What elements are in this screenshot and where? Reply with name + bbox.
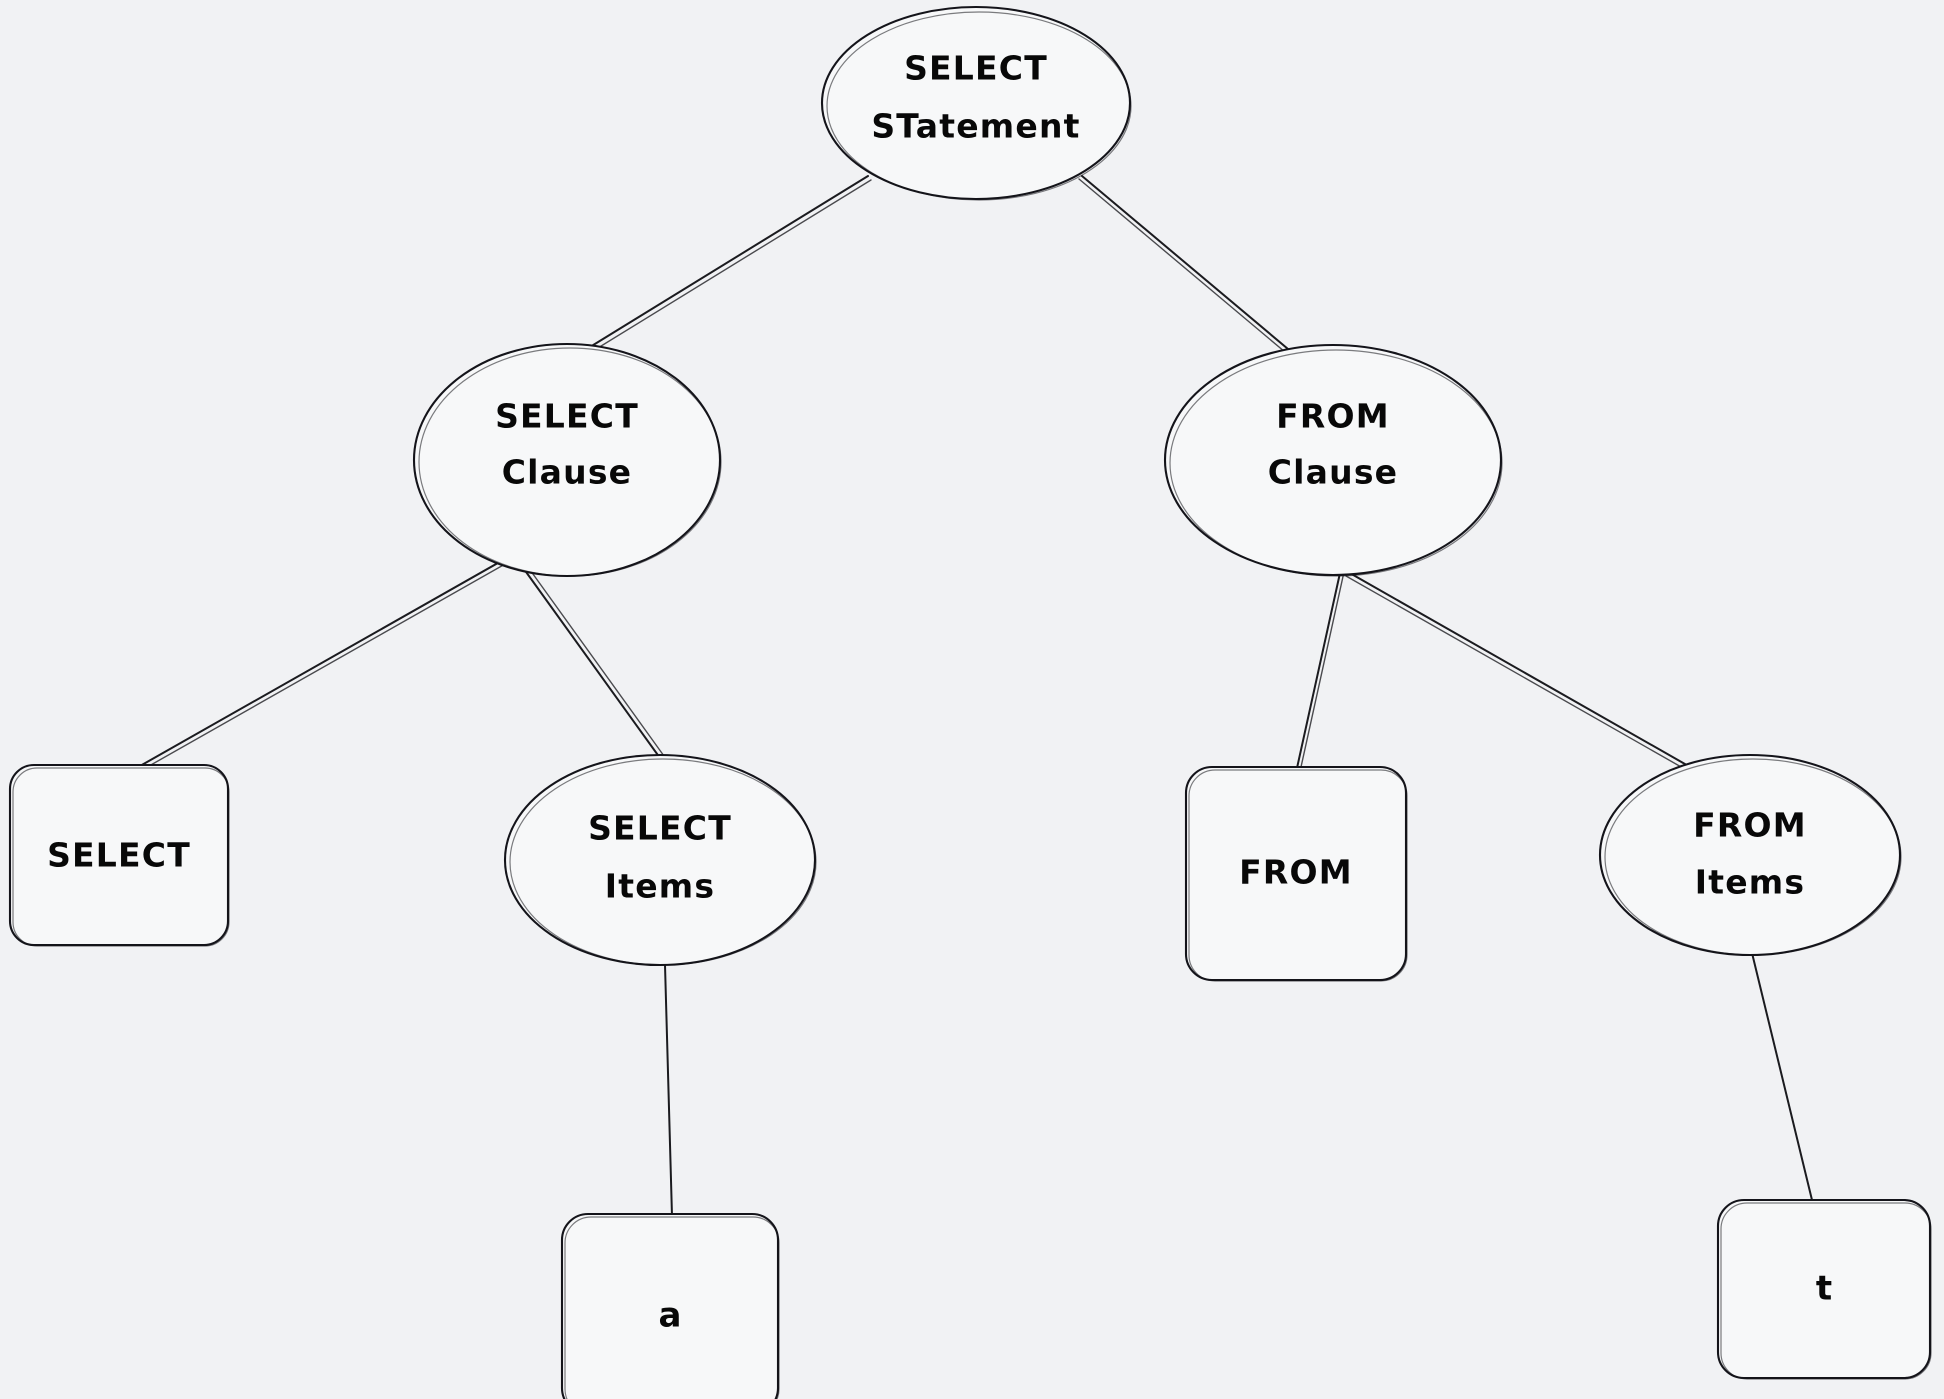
node-label-line-1: SELECT bbox=[47, 836, 191, 875]
node-select-statement[interactable]: SELECT STatement bbox=[820, 5, 1132, 201]
node-select-clause[interactable]: SELECT Clause bbox=[412, 342, 722, 578]
edge-select-items-to-a bbox=[664, 964, 673, 1217]
edge-stroke bbox=[1081, 175, 1289, 350]
node-label-line-1: SELECT bbox=[904, 49, 1048, 88]
node-from-items[interactable]: FROM Items bbox=[1598, 753, 1902, 957]
node-from-clause[interactable]: FROM Clause bbox=[1163, 343, 1503, 577]
node-label-line-1: FROM bbox=[1693, 806, 1807, 845]
edge-stroke bbox=[515, 557, 661, 759]
edge-sketch-stroke bbox=[141, 558, 515, 771]
node-ellipse-shape bbox=[820, 5, 1132, 201]
edge-stroke bbox=[1347, 571, 1707, 777]
node-from-terminal[interactable]: FROM bbox=[1184, 765, 1408, 982]
node-ellipse-sketch bbox=[509, 758, 817, 966]
node-label-line-1: SELECT bbox=[495, 397, 639, 436]
node-select-item-a[interactable]: a bbox=[560, 1212, 780, 1399]
node-select-terminal[interactable]: SELECT bbox=[8, 763, 230, 947]
edge-sketch-stroke bbox=[519, 555, 665, 757]
edge-stroke bbox=[139, 554, 513, 767]
node-label-line-2: Clause bbox=[502, 453, 633, 492]
edge-sketch-stroke bbox=[1345, 575, 1705, 781]
node-rect-shape bbox=[8, 763, 230, 947]
node-label-line-2: Items bbox=[605, 867, 715, 906]
node-label-line-2: STatement bbox=[871, 107, 1080, 146]
node-label-line-1: FROM bbox=[1276, 397, 1390, 436]
node-rect-sketch bbox=[12, 767, 230, 947]
node-label-line-2: Items bbox=[1695, 863, 1805, 902]
edge-layer bbox=[139, 175, 1813, 1217]
node-rect-shape bbox=[560, 1212, 780, 1399]
node-ellipse-shape bbox=[503, 753, 817, 967]
edge-stroke bbox=[1751, 952, 1813, 1201]
node-ellipse-shape bbox=[1598, 753, 1902, 957]
node-from-item-t[interactable]: t bbox=[1716, 1198, 1932, 1380]
node-ellipse-shape bbox=[1163, 343, 1503, 577]
node-label-line-2: Clause bbox=[1268, 453, 1399, 492]
edge-from-clause-to-from-terminal bbox=[1296, 571, 1345, 769]
edge-select-clause-to-select-items bbox=[515, 555, 665, 759]
node-ellipse-sketch bbox=[1604, 758, 1902, 956]
node-ellipse-sketch bbox=[418, 347, 722, 577]
edge-select-clause-to-select-terminal bbox=[139, 554, 515, 771]
edge-stroke bbox=[664, 964, 673, 1217]
node-label-line-1: FROM bbox=[1239, 853, 1353, 892]
node-select-items[interactable]: SELECT Items bbox=[503, 753, 817, 967]
node-ellipse-sketch bbox=[1169, 349, 1503, 577]
edge-statement-to-from-clause bbox=[1078, 175, 1289, 353]
node-label-line-1: SELECT bbox=[588, 809, 732, 848]
node-rect-sketch bbox=[1720, 1202, 1932, 1380]
edge-from-items-to-t bbox=[1751, 952, 1813, 1201]
node-rect-sketch bbox=[564, 1216, 780, 1399]
edge-statement-to-select-clause bbox=[589, 175, 872, 352]
node-label-line-1: a bbox=[659, 1296, 682, 1336]
node-label-line-1: t bbox=[1816, 1269, 1832, 1309]
edge-from-clause-to-from-items bbox=[1345, 571, 1707, 781]
node-rect-shape bbox=[1716, 1198, 1932, 1380]
edge-stroke bbox=[589, 175, 869, 348]
edge-sketch-stroke bbox=[1078, 178, 1286, 353]
edge-sketch-stroke bbox=[592, 179, 872, 352]
node-ellipse-sketch bbox=[826, 11, 1132, 201]
edge-sketch-stroke bbox=[1300, 571, 1345, 768]
node-rect-sketch bbox=[1188, 769, 1408, 982]
edge-stroke bbox=[1296, 572, 1341, 769]
node-rect-shape bbox=[1184, 765, 1408, 982]
